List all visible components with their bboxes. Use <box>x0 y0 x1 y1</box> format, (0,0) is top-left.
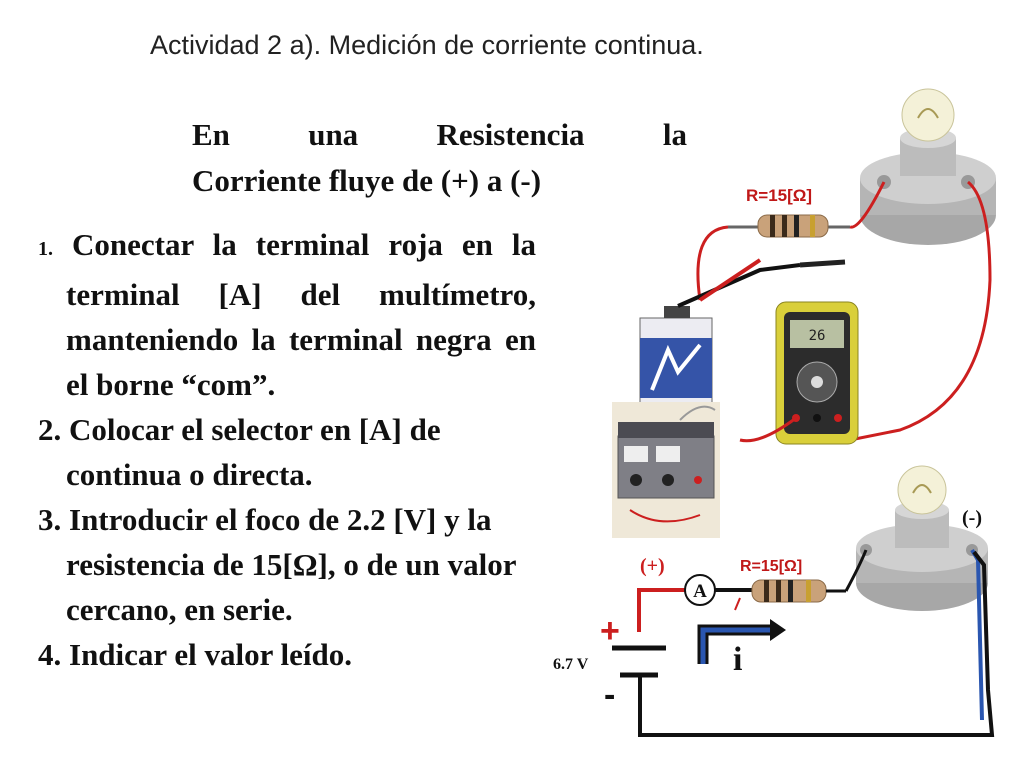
resistor-bottom <box>751 579 827 603</box>
lamp-socket-top <box>860 88 996 245</box>
lamp-socket-bottom <box>856 465 988 611</box>
minus-polarity-label: (-) <box>962 507 982 529</box>
multimeter-display: 26 <box>809 328 826 344</box>
resistor-top <box>728 214 850 238</box>
plus-polarity-label: (+) <box>640 555 665 577</box>
subtitle-word: una <box>308 117 359 152</box>
wire-return <box>638 550 995 737</box>
subtitle-word: Resistencia <box>436 117 585 152</box>
step-2: 2. Colocar el selector en [A] de continu… <box>38 407 536 497</box>
step-number: 4. <box>38 637 62 672</box>
voltage-label: 6.7 V <box>553 656 589 673</box>
resistor-label-top: R=15[Ω] <box>746 186 812 205</box>
subtitle-word: la <box>662 117 687 152</box>
instruction-list: 1. Conectar la terminal roja en la termi… <box>38 222 536 677</box>
subtitle: En una Resistencia la Corriente fluye de… <box>192 112 687 204</box>
battery-plus-sign: + <box>600 612 620 650</box>
step-text: Indicar el valor leído. <box>61 637 353 672</box>
step-text: Introducir el foco de 2.2 [V] y la resis… <box>61 502 516 627</box>
step-text: Colocar el selector en [A] de continua o… <box>61 412 441 492</box>
battery <box>639 306 713 415</box>
battery-minus-sign: - <box>604 676 615 714</box>
current-label: i <box>733 641 742 678</box>
power-supply <box>612 402 720 538</box>
step-number: 3. <box>38 502 62 537</box>
subtitle-line-2: Corriente fluye de (+) a (-) <box>192 163 542 198</box>
resistor-label-bottom: R=15[Ω] <box>740 558 802 575</box>
step-number: 2. <box>38 412 62 447</box>
subtitle-line-1: En una Resistencia la <box>192 112 687 158</box>
slide-title: Actividad 2 a). Medición de corriente co… <box>150 30 704 60</box>
step-1: 1. Conectar la terminal roja en la termi… <box>38 222 536 407</box>
wire-positive <box>637 588 685 632</box>
step-number: 1. <box>38 238 53 260</box>
subtitle-word: En <box>192 117 230 152</box>
step-text: Conectar la terminal roja en la terminal… <box>53 227 536 402</box>
step-3: 3. Introducir el foco de 2.2 [V] y la re… <box>38 497 536 632</box>
multimeter: 26 <box>775 301 859 445</box>
ammeter-label: A <box>693 581 707 602</box>
step-4: 4. Indicar el valor leído. <box>38 632 536 677</box>
